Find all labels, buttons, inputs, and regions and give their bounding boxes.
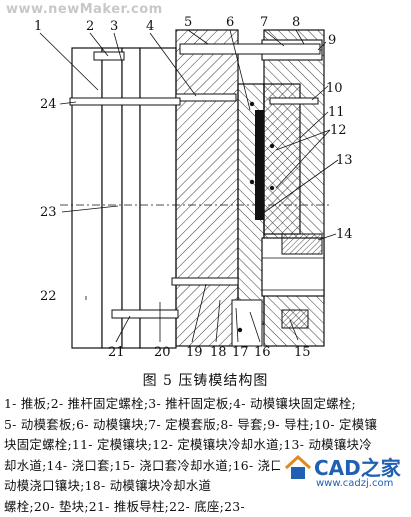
callout-11: 11 (328, 105, 345, 120)
callout-7: 7 (260, 15, 268, 30)
legend-line: 螺栓;20- 垫块;21- 推板导柱;22- 底座;23- (4, 497, 408, 517)
die-casting-mold-drawing: 1 2 3 4 5 6 7 8 9 10 11 12 13 14 15 16 1… (0, 0, 411, 364)
callout-10: 10 (326, 81, 343, 96)
legend-line: 1- 推板;2- 推杆固定螺栓;3- 推杆固定板;4- 动模镶块固定螺栓; (4, 394, 408, 415)
callout-1: 1 (34, 19, 42, 34)
base-plate (72, 48, 102, 348)
callout-17: 17 (232, 345, 249, 360)
callout-12: 12 (330, 123, 347, 138)
callout-16: 16 (254, 345, 271, 360)
guide-post-21 (112, 310, 178, 318)
callout-22: 22 (40, 289, 57, 304)
bolt-19 (172, 278, 238, 285)
logo-text: CAD之家 (314, 452, 401, 481)
callout-3: 3 (110, 19, 118, 34)
figure-caption: 图 5 压铸模结构图 (0, 370, 411, 390)
push-plate (102, 48, 122, 348)
callout-23: 23 (40, 205, 57, 220)
insert-bolt (176, 94, 236, 101)
legend-line: 5- 动模套板;6- 动模镶块;7- 定模套版;8- 导套;9- 导柱;10- … (4, 415, 408, 436)
callout-2: 2 (86, 19, 94, 34)
bolt-24 (70, 98, 180, 105)
sprue-cooling-channel (282, 310, 308, 328)
callout-6: 6 (226, 15, 234, 30)
spacer-block (140, 48, 176, 348)
house-icon (284, 454, 312, 482)
cavity-strip (255, 110, 264, 220)
callout-9: 9 (328, 33, 336, 48)
fixed-insert-bolt (270, 98, 318, 104)
guide-post (180, 44, 320, 54)
callout-24: 24 (40, 97, 57, 112)
cadzj-logo: CAD之家 www.cadzj.com (280, 450, 406, 496)
moving-mould-plate (176, 30, 238, 346)
logo-url: www.cadzj.com (316, 478, 393, 489)
callout-8: 8 (292, 15, 300, 30)
callout-21: 21 (108, 345, 125, 360)
callout-20: 20 (154, 345, 171, 360)
ejector-fixing-plate (122, 48, 140, 348)
callout-5: 5 (184, 15, 192, 30)
callout-4: 4 (146, 19, 154, 34)
fixed-insert (264, 84, 300, 234)
callout-18: 18 (210, 345, 227, 360)
callout-19: 19 (186, 345, 203, 360)
callout-13: 13 (336, 153, 353, 168)
callout-14: 14 (336, 227, 353, 242)
callout-15: 15 (294, 345, 311, 360)
